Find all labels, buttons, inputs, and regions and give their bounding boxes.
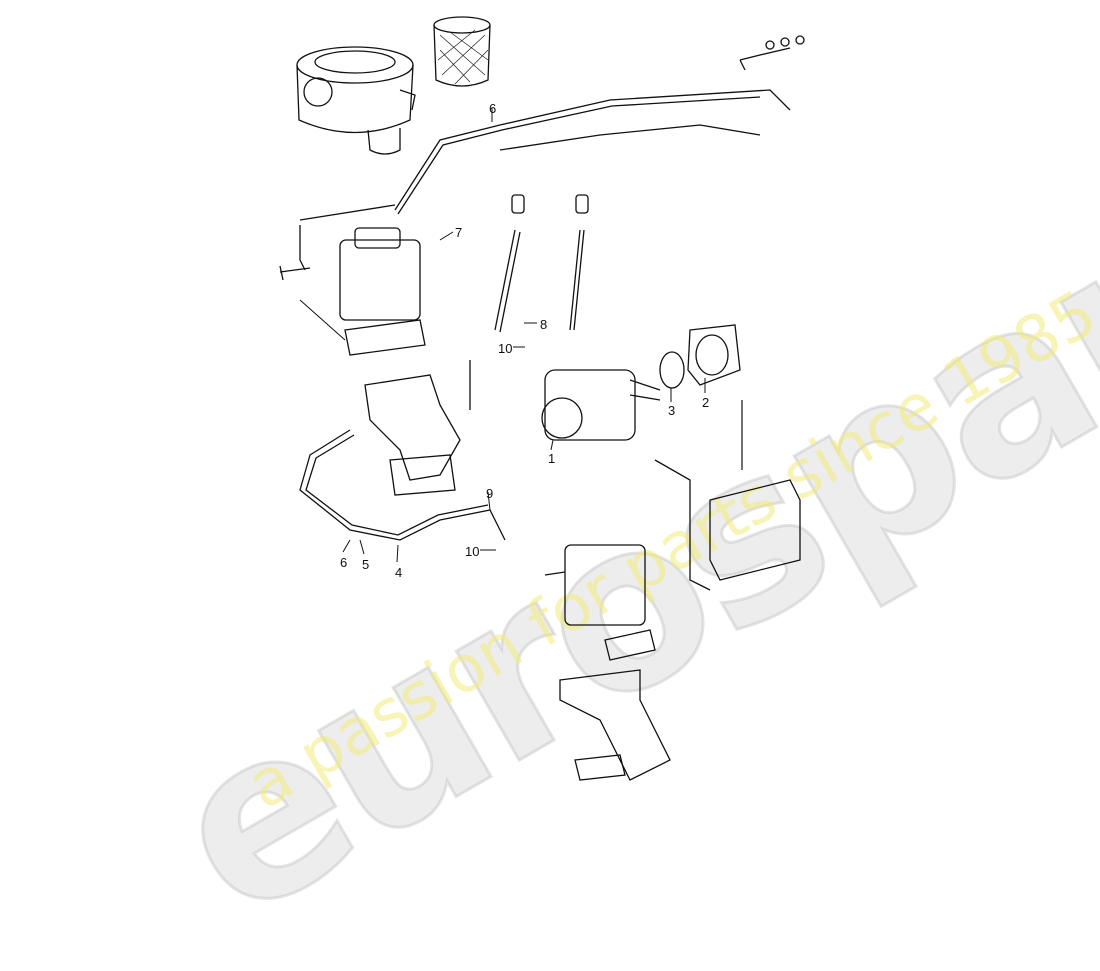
callout-3: 3	[668, 403, 676, 418]
callout-9: 9	[486, 486, 494, 501]
carburettor-left	[279, 227, 426, 356]
callout-7: 7	[455, 225, 463, 240]
gasket-flange	[659, 324, 741, 389]
callout-10-lower: 10	[465, 544, 480, 559]
air-filter-element	[433, 16, 491, 87]
callout-6-lower: 6	[340, 555, 348, 570]
air-filter-right	[654, 400, 801, 591]
callout-10-upper: 10	[498, 341, 513, 356]
leader-lines	[342, 108, 706, 563]
callout-8: 8	[540, 317, 548, 332]
control-rods	[494, 194, 589, 333]
fuel-line-upper	[299, 35, 805, 271]
carburettor-lower	[544, 544, 671, 781]
fuel-pump	[541, 369, 661, 441]
callout-1: 1	[548, 451, 556, 466]
air-filter-housing	[296, 46, 416, 155]
callout-5: 5	[362, 557, 370, 572]
callout-2: 2	[702, 395, 710, 410]
intake-manifold-left	[364, 360, 471, 496]
callout-6-upper: 6	[489, 101, 497, 116]
callout-4: 4	[395, 565, 403, 580]
line-art	[279, 16, 805, 781]
parts-diagram: eurospares a passion for parts since 198…	[129, 16, 1100, 971]
fuel-hose-lower	[299, 429, 506, 541]
